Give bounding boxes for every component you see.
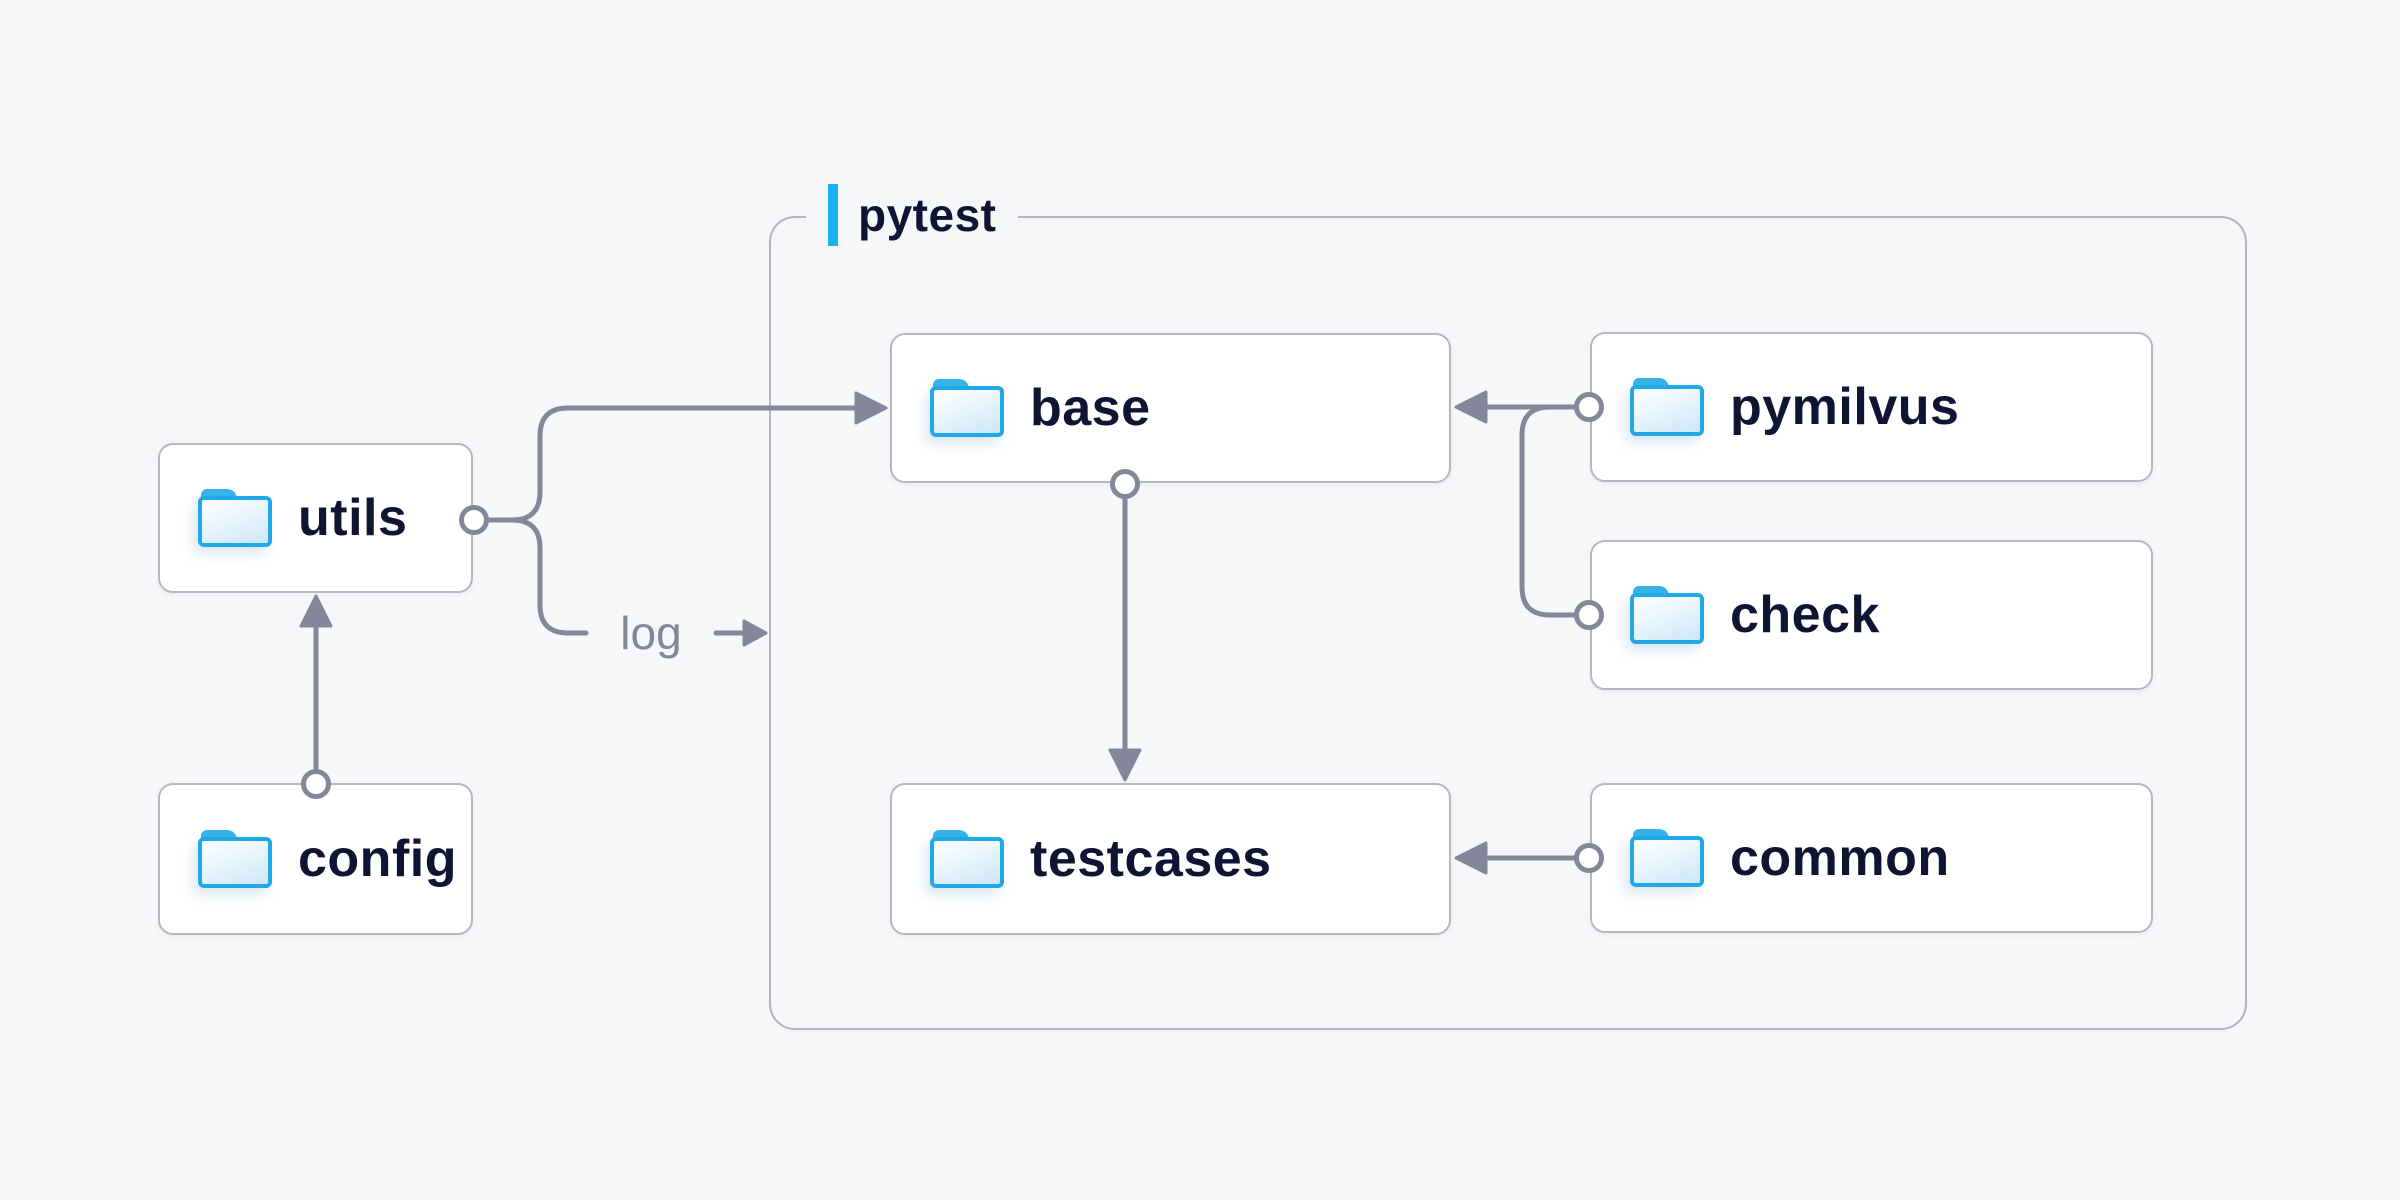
pytest-group-container: [769, 216, 2247, 1030]
node-utils: utils: [158, 443, 473, 593]
edge-label-log: log: [620, 607, 682, 659]
folder-icon: [198, 489, 272, 547]
node-pymilvus-label: pymilvus: [1730, 378, 1960, 436]
node-testcases: testcases: [890, 783, 1451, 935]
node-base-label: base: [1030, 379, 1151, 437]
folder-icon: [1630, 378, 1704, 436]
accent-bar-icon: [828, 184, 838, 246]
node-base: base: [890, 333, 1451, 483]
folder-icon: [1630, 586, 1704, 644]
pytest-group-label: pytest: [806, 182, 1019, 248]
node-testcases-label: testcases: [1030, 830, 1272, 888]
folder-icon: [1630, 829, 1704, 887]
node-config-label: config: [298, 830, 457, 888]
edge-config-utils: [299, 594, 333, 799]
node-check-label: check: [1730, 586, 1880, 644]
node-utils-label: utils: [298, 489, 408, 547]
pytest-group-label-text: pytest: [858, 189, 997, 241]
folder-icon: [198, 830, 272, 888]
folder-icon: [930, 379, 1004, 437]
node-check: check: [1590, 540, 2153, 690]
folder-icon: [930, 830, 1004, 888]
node-common-label: common: [1730, 829, 1950, 887]
node-pymilvus: pymilvus: [1590, 332, 2153, 482]
node-common: common: [1590, 783, 2153, 933]
node-config: config: [158, 783, 473, 935]
